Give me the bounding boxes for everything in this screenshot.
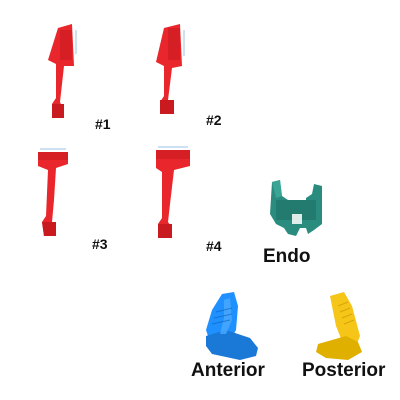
label-2: #2 xyxy=(206,112,222,128)
label-anterior: Anterior xyxy=(191,360,265,381)
label-endo: Endo xyxy=(263,246,311,267)
label-1: #1 xyxy=(95,116,111,132)
label-3: #3 xyxy=(92,236,108,252)
label-4: #4 xyxy=(206,238,222,254)
label-posterior: Posterior xyxy=(302,360,386,381)
